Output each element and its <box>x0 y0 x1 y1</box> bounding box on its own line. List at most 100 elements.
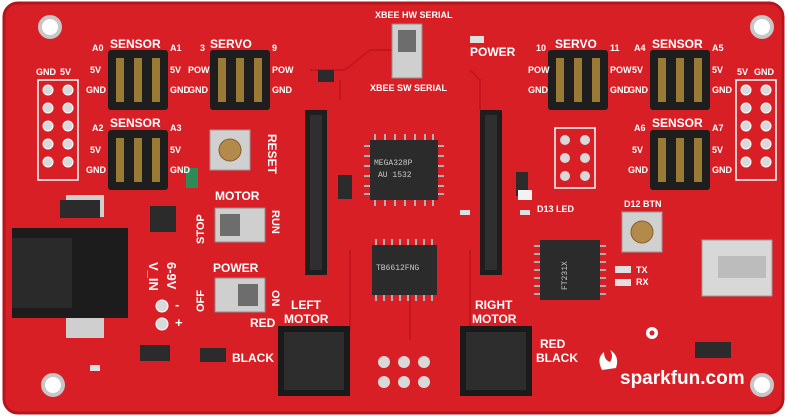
side-header-right <box>735 79 777 181</box>
label-power-switch: POWER <box>213 261 259 275</box>
label-a7: A7 <box>712 123 724 133</box>
mini-usb-connector <box>701 239 773 297</box>
right-motor-terminal <box>460 326 532 396</box>
ftdi-marking: FT231X <box>561 261 570 290</box>
label-motor: MOTOR <box>215 189 260 203</box>
label-xbee-hw: XBEE HW SERIAL <box>375 10 453 20</box>
motor-pads <box>378 356 430 388</box>
label-a4: A4 <box>634 43 646 53</box>
label-power-top: POWER <box>470 45 516 59</box>
label-red-left: RED <box>250 316 276 330</box>
power-switch <box>214 277 266 313</box>
d12-button <box>621 211 663 253</box>
motor-switch <box>214 207 266 243</box>
label-off: OFF <box>195 290 207 312</box>
smd-resistors <box>90 36 631 371</box>
mcu-chip <box>364 134 444 206</box>
reset-button <box>209 129 251 171</box>
label-v-in: V_IN <box>146 262 161 291</box>
label-reset: RESET <box>265 134 279 175</box>
power-led <box>186 168 198 188</box>
label-gnd-8: GND <box>610 85 630 95</box>
label-5v-1: 5V <box>90 65 102 75</box>
label-d11: 11 <box>610 43 620 53</box>
label-d9: 9 <box>272 43 278 53</box>
pad-block-2x3 <box>554 127 596 189</box>
smd-components <box>60 70 731 362</box>
label-pow-2: POW <box>272 65 294 75</box>
side-header-left <box>37 79 79 181</box>
label-on: ON <box>269 290 281 307</box>
label-side-5v-left: 5V <box>60 67 72 77</box>
label-d13-led: D13 LED <box>537 204 575 214</box>
label-5v-4: 5V <box>170 145 182 155</box>
pin-header-pins <box>116 58 702 182</box>
label-gnd-6: GND <box>170 165 190 175</box>
label-gnd-11: GND <box>628 165 648 175</box>
label-a2: A2 <box>92 123 104 133</box>
label-xbee-sw: XBEE SW SERIAL <box>370 83 448 93</box>
label-side-5v-right: 5V <box>737 67 749 77</box>
label-d3: 3 <box>200 43 206 53</box>
label-sensor-1: SENSOR <box>110 37 161 51</box>
label-5v-6: 5V <box>712 65 724 75</box>
label-black-left: BLACK <box>232 351 274 365</box>
gear-logo-icon <box>646 327 658 339</box>
xbee-serial-switch <box>391 23 423 79</box>
label-plus: + <box>175 315 183 330</box>
label-d10: 10 <box>536 43 547 53</box>
label-a5: A5 <box>712 43 724 53</box>
power-terminal-pads <box>155 299 169 331</box>
label-5v-8: 5V <box>712 145 724 155</box>
label-left: LEFT <box>291 298 321 312</box>
label-gnd-7: GND <box>528 85 548 95</box>
label-tx: TX <box>636 265 648 275</box>
label-gnd-10: GND <box>712 85 732 95</box>
label-5v-2: 5V <box>170 65 182 75</box>
mcu-marking-2: AU 1532 <box>378 171 412 180</box>
label-black-right: BLACK <box>536 351 578 365</box>
motor-driver-chip <box>372 239 437 301</box>
mcu-marking-1: MEGA328P <box>374 159 413 168</box>
label-gnd-9: GND <box>628 85 648 95</box>
label-a3: A3 <box>170 123 182 133</box>
label-5v-3: 5V <box>90 145 102 155</box>
label-gnd-5: GND <box>86 165 106 175</box>
label-servo-1: SERVO <box>210 37 252 51</box>
label-rx: RX <box>636 277 649 287</box>
label-sensor-3: SENSOR <box>652 37 703 51</box>
label-minus: - <box>175 297 180 312</box>
label-stop: STOP <box>195 214 207 244</box>
xbee-headers <box>305 110 502 275</box>
left-motor-terminal <box>278 326 350 396</box>
usb-serial-chip <box>534 240 606 300</box>
label-sensor-2: SENSOR <box>110 116 161 130</box>
label-a0: A0 <box>92 43 104 53</box>
label-right-motor: MOTOR <box>472 312 517 326</box>
d13-led <box>518 190 532 200</box>
label-5v-5: 5V <box>632 65 644 75</box>
label-5v-7: 5V <box>632 145 644 155</box>
driver-marking: TB6612FNG <box>376 264 420 273</box>
label-a1: A1 <box>170 43 182 53</box>
label-d12-btn: D12 BTN <box>624 199 662 209</box>
label-v-range: 6-9V <box>164 262 179 290</box>
label-pow-4: POW <box>610 65 632 75</box>
sparkfun-logo-text: sparkfun.com <box>620 368 745 389</box>
label-gnd-2: GND <box>170 85 190 95</box>
label-side-gnd-left: GND <box>36 67 56 77</box>
label-pow-1: POW <box>188 65 210 75</box>
label-side-gnd-right: GND <box>754 67 774 77</box>
label-gnd-3: GND <box>188 85 208 95</box>
label-right: RIGHT <box>475 298 513 312</box>
label-gnd-1: GND <box>86 85 106 95</box>
label-run: RUN <box>269 210 281 234</box>
label-servo-2: SERVO <box>555 37 597 51</box>
label-pow-3: POW <box>528 65 550 75</box>
sparkfun-flame-icon <box>599 350 618 370</box>
mounting-holes <box>38 15 774 397</box>
label-sensor-4: SENSOR <box>652 116 703 130</box>
label-gnd-12: GND <box>712 165 732 175</box>
label-a6: A6 <box>634 123 646 133</box>
